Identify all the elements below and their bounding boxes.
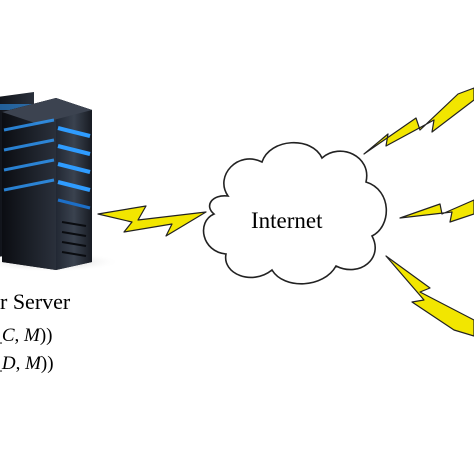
lightning-bolt-bottom-right — [385, 255, 474, 337]
server-vents — [61, 221, 87, 257]
formula-2-subscript-bar: _ — [0, 353, 2, 374]
server-rack-icon — [0, 92, 120, 272]
server-led-strips — [3, 118, 91, 210]
formula-2-comma: , — [15, 353, 26, 374]
formula-2-variable-m: M — [25, 353, 41, 374]
formula-1-variable-m: M — [24, 325, 40, 346]
internet-label: Internet — [251, 208, 323, 233]
cloud-icon — [202, 141, 388, 285]
formula-1-subscript-bar: _ — [0, 325, 2, 346]
lightning-bolt-left — [97, 205, 207, 237]
server-label: r Server — [0, 289, 71, 314]
server-formula-1: (_C, M)) — [0, 326, 53, 345]
lightning-bolt-mid-right — [399, 199, 474, 223]
formula-2-variable-d: D — [1, 353, 16, 374]
formula-1-suffix: )) — [39, 325, 53, 346]
lightning-bolt-top-right — [363, 87, 474, 155]
server-formula-2: (_D, M)) — [0, 354, 54, 373]
formula-1-comma: , — [14, 325, 25, 346]
formula-1-variable-c: C — [1, 325, 15, 346]
server-tower-front — [2, 98, 92, 270]
formula-2-suffix: )) — [40, 353, 54, 374]
